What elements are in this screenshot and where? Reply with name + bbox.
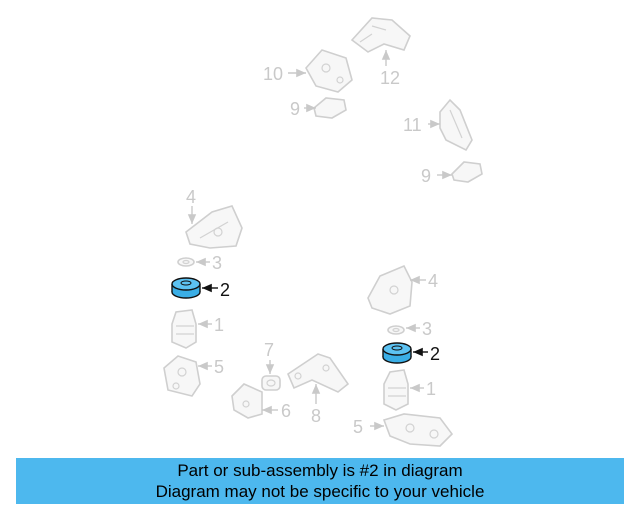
callout-1-left: 1	[214, 315, 224, 335]
bracket-part-12	[350, 17, 411, 53]
info-banner: Part or sub-assembly is #2 in diagram Di…	[16, 458, 624, 504]
banner-line-part-info: Part or sub-assembly is #2 in diagram	[177, 461, 463, 480]
bracket-part-10	[305, 49, 353, 93]
mount-part-9-lower	[451, 161, 483, 183]
callout-2-left: 2	[220, 280, 230, 300]
engine-mount-part-1-left	[171, 309, 197, 349]
bushing-part-7	[261, 375, 281, 391]
bracket-part-11	[439, 98, 473, 152]
callout-3-right: 3	[422, 319, 432, 339]
insulator-part-2-right	[382, 342, 412, 364]
callout-7: 7	[264, 340, 274, 360]
callout-9-lower: 9	[421, 166, 431, 186]
crossmember-part-8	[287, 353, 350, 393]
bracket-part-6	[231, 383, 263, 419]
banner-line-disclaimer: Diagram may not be specific to your vehi…	[155, 482, 485, 501]
bracket-part-5-right	[382, 413, 454, 447]
callout-5-right: 5	[353, 417, 363, 437]
callout-5-left: 5	[214, 357, 224, 377]
callout-2-right: 2	[430, 344, 440, 364]
callout-4-right: 4	[428, 271, 438, 291]
parts-diagram: 10 12 9 11 9 4 3 2 1 5 7 6 8 4 3 2 1 5	[163, 17, 483, 447]
callout-12: 12	[380, 68, 400, 88]
callout-9-upper: 9	[290, 99, 300, 119]
callout-6: 6	[281, 401, 291, 421]
callout-11: 11	[403, 115, 422, 135]
bracket-part-4-right	[367, 264, 413, 315]
mount-part-9-upper	[313, 97, 347, 119]
callout-10: 10	[263, 64, 283, 84]
bracket-part-5-left	[163, 355, 201, 397]
callout-8: 8	[311, 406, 321, 426]
callout-3-left: 3	[212, 253, 222, 273]
bracket-part-4-left	[185, 205, 243, 249]
washer-part-3-left	[177, 257, 195, 267]
insulator-part-2-left	[171, 277, 201, 299]
engine-mount-part-1-right	[383, 369, 409, 411]
washer-part-3-right	[387, 325, 405, 335]
callout-4-left: 4	[186, 187, 196, 207]
callout-1-right: 1	[426, 379, 436, 399]
